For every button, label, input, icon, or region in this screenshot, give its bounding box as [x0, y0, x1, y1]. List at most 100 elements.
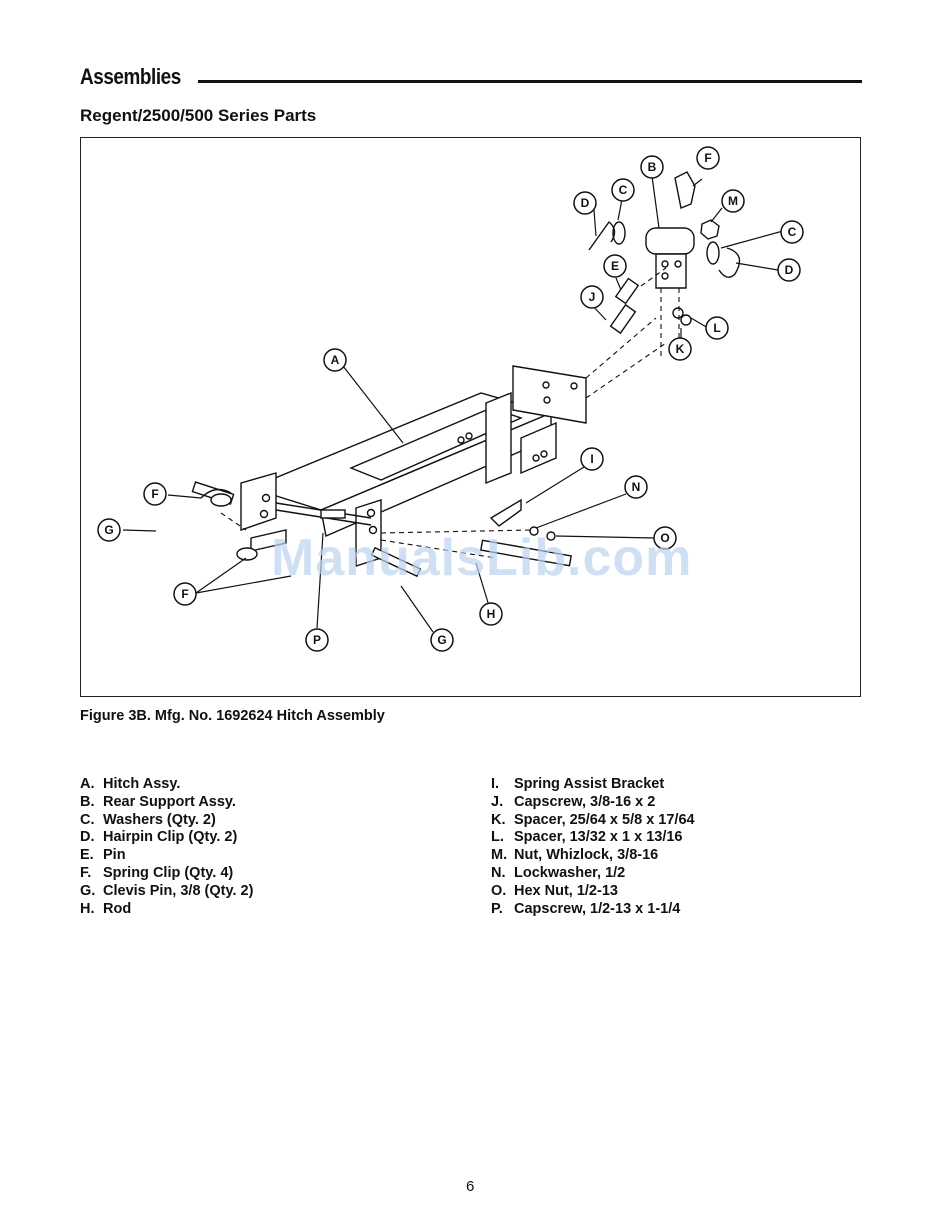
part-letter: K.: [491, 811, 506, 828]
parts-list-item: L. Spacer, 13/32 x 1 x 13/16: [491, 829, 695, 847]
part-letter: O.: [491, 882, 507, 899]
rear-support-drawing: [191, 171, 741, 578]
part-description: Lockwasher, 1/2: [514, 864, 626, 881]
callout-o: O: [653, 526, 677, 550]
callout-label: O: [660, 531, 669, 545]
callout-label: J: [589, 290, 596, 304]
callout-m: M: [721, 189, 745, 213]
callout-a: A: [323, 348, 347, 372]
callout-l: L: [705, 316, 729, 340]
parts-list-item: G. Clevis Pin, 3/8 (Qty. 2): [80, 883, 253, 901]
callout-label: F: [181, 587, 188, 601]
part-description: Capscrew, 1/2-13 x 1-1/4: [514, 900, 681, 917]
parts-list-item: B. Rear Support Assy.: [80, 794, 253, 812]
part-description: Nut, Whizlock, 3/8-16: [514, 847, 659, 864]
callout-d-left: D: [573, 191, 597, 215]
callout-n: N: [624, 475, 648, 499]
hitch-assembly-figure: A B C C D D E F F F G G H I J K L M N O …: [80, 137, 861, 697]
hitch-assembly-diagram: A B C C D D E F F F G G H I J K L M N O …: [97, 146, 804, 652]
part-description: Spacer, 25/64 x 5/8 x 17/64: [514, 811, 695, 828]
part-letter: I.: [491, 776, 500, 792]
part-letter: L.: [491, 829, 504, 846]
callout-f-left: F: [143, 482, 167, 506]
callout-label: K: [676, 342, 685, 356]
parts-list-item: N. Lockwasher, 1/2: [491, 865, 695, 883]
part-description: Spring Assist Bracket: [514, 776, 665, 792]
callout-label: N: [632, 480, 641, 494]
part-letter: C.: [80, 811, 95, 828]
parts-list-item: H. Rod: [80, 901, 253, 919]
callout-i: I: [580, 447, 604, 471]
part-description: Capscrew, 3/8-16 x 2: [514, 793, 656, 810]
assembly-dashed-lines: [220, 267, 680, 559]
parts-list-item: E. Pin: [80, 847, 253, 865]
part-letter: H.: [80, 900, 95, 917]
callout-p: P: [305, 628, 329, 652]
callout-label: D: [785, 263, 794, 277]
section-title: Assemblies: [80, 64, 181, 89]
part-letter: J.: [491, 793, 504, 810]
callout-label: C: [788, 225, 797, 239]
parts-list-item: C. Washers (Qty. 2): [80, 812, 253, 830]
parts-list-left: A.Hitch Assy. B. Rear Support Assy. C. Was…: [80, 776, 253, 918]
callout-c-right: C: [780, 220, 804, 244]
callout-g-bottom: G: [430, 628, 454, 652]
callout-label: P: [313, 633, 321, 647]
part-description: Clevis Pin, 3/8 (Qty. 2): [103, 882, 254, 899]
part-description: Spacer, 13/32 x 1 x 13/16: [514, 829, 683, 846]
callout-b: B: [640, 155, 664, 179]
callout-label: C: [619, 183, 628, 197]
callout-k: K: [668, 337, 692, 361]
part-description: Rod: [103, 900, 132, 917]
callout-label: A: [331, 353, 340, 367]
callout-label: F: [704, 151, 711, 165]
callout-leader-lines: [122, 175, 784, 633]
callout-c-left: C: [611, 178, 635, 202]
part-description: Hex Nut, 1/2-13: [514, 882, 618, 899]
watermark: ManualsLib.com: [271, 529, 693, 587]
callout-label: F: [151, 487, 158, 501]
page-number: 6: [466, 1178, 475, 1195]
callout-label: E: [611, 259, 619, 273]
callout-label: L: [713, 321, 720, 335]
part-letter: G.: [80, 882, 96, 899]
part-letter: P.: [491, 900, 503, 917]
parts-list-item: F. Spring Clip (Qty. 4): [80, 865, 253, 883]
part-description: Pin: [103, 847, 126, 864]
callout-j: J: [580, 285, 604, 309]
callout-f-bottom: F: [173, 582, 197, 606]
part-description: Hairpin Clip (Qty. 2): [103, 829, 238, 846]
callout-label: B: [648, 160, 657, 174]
parts-list-item: A.Hitch Assy.: [80, 776, 253, 794]
callout-label: H: [487, 607, 496, 621]
callout-g-left: G: [97, 518, 121, 542]
part-description: Spring Clip (Qty. 4): [103, 864, 234, 881]
parts-list-item: M. Nut, Whizlock, 3/8-16: [491, 847, 695, 865]
part-letter: N.: [491, 864, 506, 881]
part-letter: M.: [491, 847, 508, 864]
part-description: Rear Support Assy.: [103, 793, 236, 810]
part-letter: A.: [80, 776, 95, 792]
callout-e: E: [603, 254, 627, 278]
callout-label: D: [581, 196, 590, 210]
part-letter: E.: [80, 847, 94, 864]
callout-label: I: [590, 452, 593, 466]
callout-f-top: F: [696, 146, 720, 170]
parts-list-right: I. Spring Assist Bracket J. Capscrew, 3/8-…: [491, 776, 695, 918]
callout-h: H: [479, 602, 503, 626]
hitch-frame-drawing: [240, 365, 587, 567]
parts-list-item: K. Spacer, 25/64 x 5/8 x 17/64: [491, 812, 695, 830]
callout-label: G: [104, 523, 113, 537]
section-title-rule: [198, 80, 862, 83]
part-letter: B.: [80, 793, 95, 810]
parts-list-item: I. Spring Assist Bracket: [491, 776, 695, 794]
parts-list-item: D. Hairpin Clip (Qty. 2): [80, 829, 253, 847]
figure-caption: Figure 3B. Mfg. No. 1692624 Hitch Assemb…: [80, 708, 385, 724]
part-letter: D.: [80, 829, 95, 846]
part-letter: F.: [80, 864, 92, 881]
part-description: Washers (Qty. 2): [103, 811, 216, 828]
parts-list-item: O. Hex Nut, 1/2-13: [491, 883, 695, 901]
parts-list-item: J. Capscrew, 3/8-16 x 2: [491, 794, 695, 812]
page-subtitle: Regent/2500/500 Series Parts: [80, 106, 317, 125]
callout-label: M: [728, 194, 738, 208]
